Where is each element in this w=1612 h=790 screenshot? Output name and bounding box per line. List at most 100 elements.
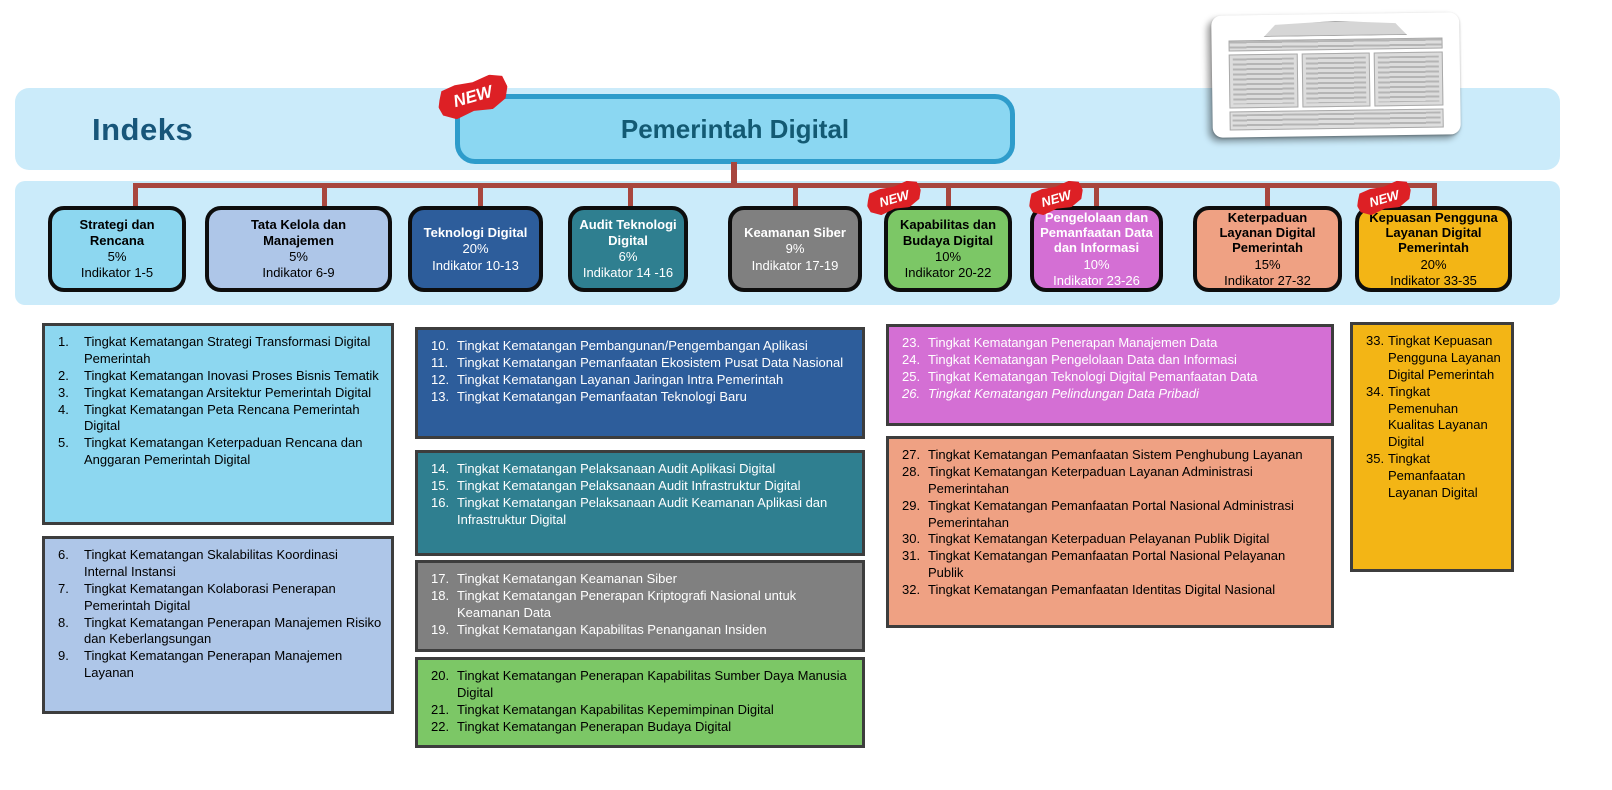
indicator-item: 9. Tingkat Kematangan Penerapan Manajemen… <box>49 648 383 682</box>
indicator-text: Tingkat Kematangan Pemanfaatan Portal Na… <box>928 497 1294 530</box>
thumbnail-column <box>1228 53 1299 109</box>
category-weight: 5% <box>107 249 127 265</box>
indicator-item: 35.Tingkat Pemanfaatan Layanan Digital <box>1357 451 1503 502</box>
thumbnail-column <box>1301 52 1371 108</box>
category-title: Kapabilitas dan Budaya Digital <box>899 217 997 248</box>
indicator-number: 5. <box>58 435 69 451</box>
indicator-number: 25. <box>902 368 921 384</box>
category-strategi-dan-rencana: Strategi dan Rencana 5% Indikator 1-5 <box>48 206 186 292</box>
indicator-text: Tingkat Kematangan Inovasi Proses Bisnis… <box>84 367 379 383</box>
indicator-text: Tingkat Kematangan Pelaksanaan Audit Apl… <box>457 461 776 476</box>
root-node-pemerintah-digital: Pemerintah Digital <box>455 94 1015 164</box>
indicator-item: 3.Tingkat Kematangan Arsitektur Pemerint… <box>49 385 383 402</box>
indicator-number: 18. <box>431 587 450 603</box>
root-node-title: Pemerintah Digital <box>620 113 850 144</box>
category-keamanan-siber: Keamanan Siber 9% Indikator 17-19 <box>728 206 862 292</box>
indicator-number: 1. <box>58 334 69 349</box>
indicator-text: Tingkat Kematangan Pemanfaatan Sistem Pe… <box>928 447 1303 462</box>
indicator-item: 32.Tingkat Kematangan Pemanfaatan Identi… <box>893 582 1323 599</box>
indicator-text: Tingkat Kematangan Pelaksanaan Audit Inf… <box>457 477 801 493</box>
indicator-item: 5. Tingkat Kematangan Keterpaduan Rencana… <box>49 435 383 469</box>
indicator-number: 13. <box>431 388 450 404</box>
indicator-number: 28. <box>902 463 921 479</box>
indicator-number: 29. <box>902 497 921 513</box>
thumbnail-columns <box>1228 51 1444 109</box>
indicator-item: 19.Tingkat Kematangan Kapabilitas Penang… <box>422 622 854 639</box>
indicator-item: 18.Tingkat Kematangan Penerapan Kriptogr… <box>422 588 854 622</box>
indicator-list-1-5: 1. Tingkat Kematangan Strategi Transforma… <box>42 323 394 525</box>
indicator-text: Tingkat Kematangan Pemanfaatan Teknologi… <box>457 388 747 404</box>
indicator-text: Tingkat Kematangan Keamanan Siber <box>457 571 677 586</box>
indicator-number: 16. <box>431 494 450 510</box>
indicator-text: Tingkat Kematangan Kolaborasi Penerapan … <box>84 580 336 613</box>
indicator-item: 13. Tingkat Kematangan Pemanfaatan Teknol… <box>422 389 854 406</box>
indicator-item: 27.Tingkat Kematangan Pemanfaatan Sistem… <box>893 447 1323 464</box>
indicator-number: 30. <box>902 531 921 547</box>
indicator-text: Tingkat Kepuasan Pengguna Layanan Digita… <box>1388 333 1501 382</box>
indicator-text: Tingkat Kematangan Keterpaduan Layanan A… <box>928 463 1253 496</box>
thumbnail-subtitle-bar <box>1228 37 1443 52</box>
indicator-text: Tingkat Kematangan Peta Rencana Pemerint… <box>84 401 360 434</box>
indicator-item: 25.Tingkat Kematangan Teknologi Digital … <box>893 369 1323 386</box>
category-title: Keterpaduan Layanan Digital Pemerintah <box>1219 209 1316 256</box>
category-title: Strategi dan Rencana <box>79 217 155 248</box>
indicator-item: 12.Tingkat Kematangan Layanan Jaringan I… <box>422 372 854 389</box>
indicator-number: 22. <box>431 718 450 734</box>
indicator-text: Tingkat Pemenuhan Kualitas Layanan Digit… <box>1388 383 1488 450</box>
category-weight: 15% <box>1254 256 1281 272</box>
indicator-text: Tingkat Kematangan Pemanfaatan Portal Na… <box>928 548 1286 581</box>
category-indicator-range: Indikator 33-35 <box>1390 273 1477 288</box>
category-weight: 10% <box>1083 256 1110 272</box>
indicator-number: 31. <box>902 548 921 564</box>
indicator-text: Tingkat Kematangan Pemanfaatan Ekosistem… <box>457 354 844 370</box>
indicator-text: Tingkat Kematangan Strategi Transformasi… <box>84 334 371 366</box>
indicator-item: 10. Tingkat Kematangan Pembangunan/Pengem… <box>422 338 854 355</box>
indicator-number: 23. <box>902 335 921 350</box>
indicator-number: 10. <box>431 338 450 353</box>
indicator-item: 33.Tingkat Kepuasan Pengguna Layanan Dig… <box>1357 333 1503 384</box>
indicator-number: 8. <box>58 614 69 630</box>
indicator-item: 16.Tingkat Kematangan Pelaksanaan Audit … <box>422 495 854 529</box>
category-kepuasan-pengguna-layanan: Kepuasan Pengguna Layanan Digital Pemeri… <box>1355 206 1512 292</box>
indicator-number: 2. <box>58 367 69 383</box>
thumbnail-footer-bar <box>1229 108 1444 131</box>
category-indicator-range: Indikator 17-19 <box>751 257 839 273</box>
indicator-text: Tingkat Kematangan Kapabilitas Penangana… <box>457 621 767 637</box>
category-indicator-range: Indikator 10-13 <box>432 257 519 273</box>
indicator-text: Tingkat Kematangan Keterpaduan Rencana d… <box>84 435 363 468</box>
indicator-number: 9. <box>58 648 69 664</box>
indicator-number: 6. <box>58 547 69 562</box>
indicator-list-20-22: 20.Tingkat Kematangan Penerapan Kapabili… <box>415 657 865 748</box>
indicator-text: Tingkat Kematangan Penerapan Manajemen R… <box>84 614 382 647</box>
indicator-text: Tingkat Kematangan Pembangunan/Pengemban… <box>457 338 808 353</box>
category-weight: 6% <box>618 249 638 265</box>
connector-line <box>478 183 483 209</box>
connector-line <box>1432 183 1437 209</box>
indicator-item: 17.Tingkat Kematangan Keamanan Siber <box>422 571 854 588</box>
indicator-number: 32. <box>902 582 921 598</box>
category-indicator-range: Indikator 6-9 <box>262 265 335 281</box>
indicator-number: 21. <box>431 701 450 717</box>
indicator-item: 14.Tingkat Kematangan Pelaksanaan Audit … <box>422 461 854 478</box>
category-title: Tata Kelola dan Manajemen <box>250 217 347 248</box>
connector-line <box>1094 183 1099 209</box>
indicator-item: 11. Tingkat Kematangan Pemanfaatan Ekosis… <box>422 355 854 372</box>
indicator-list-10-13: 10. Tingkat Kematangan Pembangunan/Pengem… <box>415 327 865 439</box>
indicator-item: 28. Tingkat Kematangan Keterpaduan Layana… <box>893 464 1323 498</box>
indicator-number: 35. <box>1366 451 1385 467</box>
indicator-item: 24.Tingkat Kematangan Pengelolaan Data d… <box>893 352 1323 369</box>
category-title: Pengelolaan dan Pemanfaatan Data dan Inf… <box>1040 209 1153 256</box>
reference-slide-thumbnail <box>1211 12 1461 138</box>
indicator-text: Tingkat Kematangan Penerapan Manajemen L… <box>84 648 343 681</box>
indicator-number: 4. <box>58 401 69 417</box>
indicator-item: 22.Tingkat Kematangan Penerapan Budaya D… <box>422 719 854 736</box>
category-kapabilitas-dan-budaya-digital: Kapabilitas dan Budaya Digital 10% Indik… <box>884 206 1012 292</box>
indicator-number: 11. <box>431 354 449 370</box>
indicator-list-27-32: 27.Tingkat Kematangan Pemanfaatan Sistem… <box>886 436 1334 628</box>
indicator-text: Tingkat Kematangan Penerapan Manajemen D… <box>928 335 1218 350</box>
indicator-text: Tingkat Kematangan Arsitektur Pemerintah… <box>84 384 372 400</box>
indicator-item: 34.Tingkat Pemenuhan Kualitas Layanan Di… <box>1357 384 1503 452</box>
category-indicator-range: Indikator 14 -16 <box>582 265 674 281</box>
